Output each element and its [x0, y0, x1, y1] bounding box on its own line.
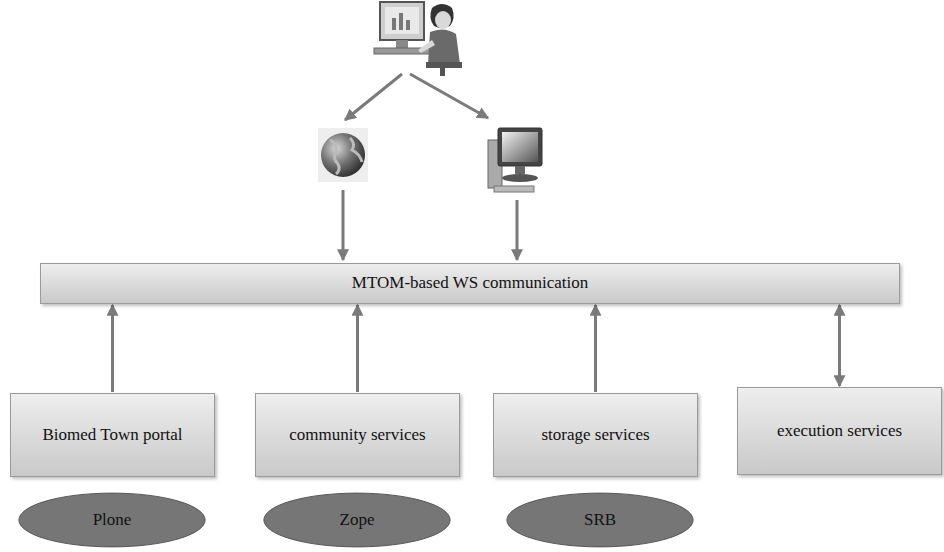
technology-label: Zope	[332, 510, 383, 530]
ellipse-fill	[19, 493, 205, 547]
connector-arrow	[111, 305, 114, 392]
globe-icon	[318, 128, 368, 182]
box-label: storage services	[533, 425, 657, 445]
access-arrow	[345, 74, 402, 120]
access-arrow	[410, 74, 488, 118]
technology-ellipse: SRB	[505, 492, 695, 548]
box-label: MTOM-based WS communication	[344, 273, 596, 293]
technology-ellipse: Zope	[262, 492, 452, 548]
box-label: execution services	[769, 421, 910, 441]
portal-box: Biomed Town portal	[10, 393, 215, 477]
box-label: Biomed Town portal	[34, 425, 190, 445]
user-icon	[374, 2, 462, 76]
access-arrow	[516, 200, 519, 260]
service-box: community services	[255, 393, 460, 477]
communication-bar: MTOM-based WS communication	[40, 263, 900, 304]
service-box: storage services	[493, 393, 698, 477]
ellipse-fill	[507, 493, 693, 547]
connector-arrow	[838, 305, 841, 386]
connector-arrow	[356, 305, 359, 392]
connector-arrow	[594, 305, 597, 392]
technology-label: SRB	[576, 510, 624, 530]
access-arrow	[342, 190, 345, 260]
computer-icon	[488, 128, 542, 192]
box-label: community services	[281, 425, 433, 445]
technology-label: Plone	[85, 510, 140, 530]
ellipse-fill	[264, 493, 450, 547]
technology-ellipse: Plone	[17, 492, 207, 548]
service-box: execution services	[737, 387, 942, 475]
